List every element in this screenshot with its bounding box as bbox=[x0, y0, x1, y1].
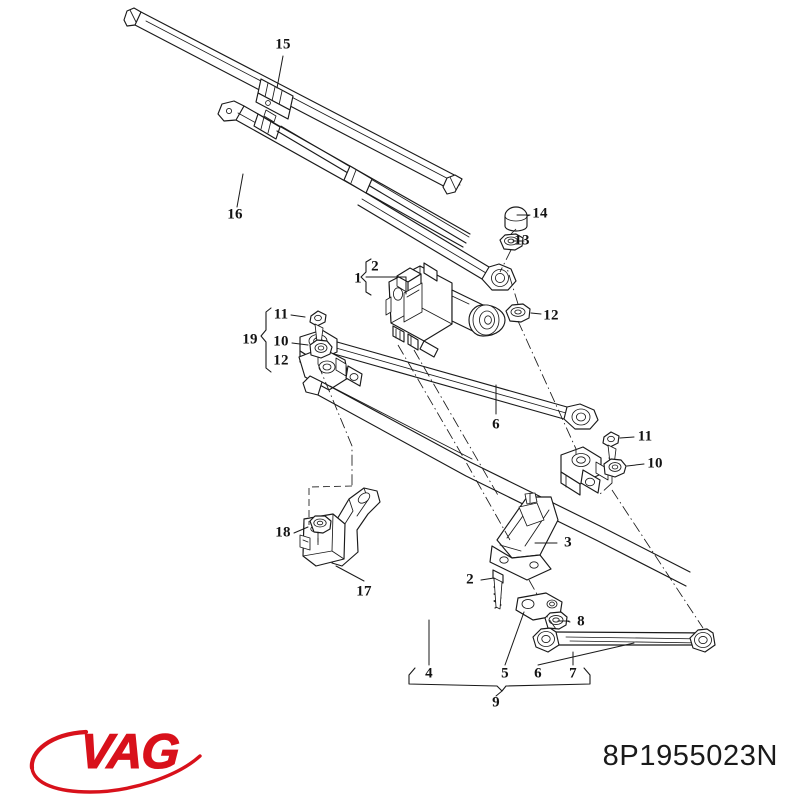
wiper-motor-part-1 bbox=[385, 262, 506, 358]
vag-swoosh-icon bbox=[29, 729, 202, 794]
callout-linkage-assembly-4: 4 bbox=[425, 665, 433, 682]
callout-bolt-2: 2 bbox=[466, 571, 474, 588]
bolt-part-11-left bbox=[309, 310, 327, 345]
callout-connecting-rod-6: 6 bbox=[492, 416, 500, 433]
callout-nut-13: 13 bbox=[514, 232, 530, 249]
wiper-blade-part-15 bbox=[123, 7, 463, 195]
nut-part-18 bbox=[309, 515, 332, 543]
callout-nut-18: 18 bbox=[275, 524, 291, 541]
callout-bolt-11: 11 bbox=[273, 306, 289, 323]
callout-bolt-11: 11 bbox=[637, 428, 653, 445]
part-number: 8P1955023N bbox=[602, 740, 778, 772]
callout-wiper-motor-assembly-1: 1 bbox=[354, 270, 362, 287]
callout-ball-pin-10: 10 bbox=[273, 333, 289, 350]
callout-washer-8: 8 bbox=[577, 613, 585, 630]
callout-leader-lines bbox=[236, 55, 645, 697]
callout-linkage-group-9: 9 bbox=[492, 694, 500, 711]
callout-bolt-2: 2 bbox=[371, 258, 379, 275]
callout-cap-14: 14 bbox=[532, 205, 548, 222]
callout-wiper-blade-15: 15 bbox=[275, 36, 291, 53]
cap-part-14 bbox=[504, 206, 528, 232]
vag-logo: VAG bbox=[28, 716, 218, 796]
diagram-footer: VAG 8P1955023N bbox=[0, 710, 800, 800]
callout-right-link-7: 7 bbox=[569, 665, 577, 682]
callout-support-bracket-17: 17 bbox=[356, 583, 372, 600]
assembly-construction-lines bbox=[308, 228, 704, 630]
callout-connecting-rod-6: 6 bbox=[534, 665, 542, 682]
ball-pin-part-10-left bbox=[309, 339, 333, 365]
vag-wordmark: VAG bbox=[78, 724, 181, 779]
seal-grommet-part-12-right bbox=[505, 303, 531, 323]
callout-repair-kit-19: 19 bbox=[242, 331, 258, 348]
callout-seal-grommet-12: 12 bbox=[543, 307, 559, 324]
bolt-part-2-lower bbox=[492, 569, 504, 610]
ball-pin-part-10-right bbox=[603, 458, 627, 484]
callout-bearing-bracket-3: 3 bbox=[564, 534, 572, 551]
bearing-bracket-part-3 bbox=[489, 492, 559, 581]
callout-left-link-5: 5 bbox=[501, 665, 509, 682]
callout-wiper-arm-16: 16 bbox=[227, 206, 243, 223]
nut-part-13 bbox=[499, 233, 524, 251]
callout-ball-pin-10: 10 bbox=[647, 455, 663, 472]
callout-seal-grommet-12: 12 bbox=[273, 352, 289, 369]
